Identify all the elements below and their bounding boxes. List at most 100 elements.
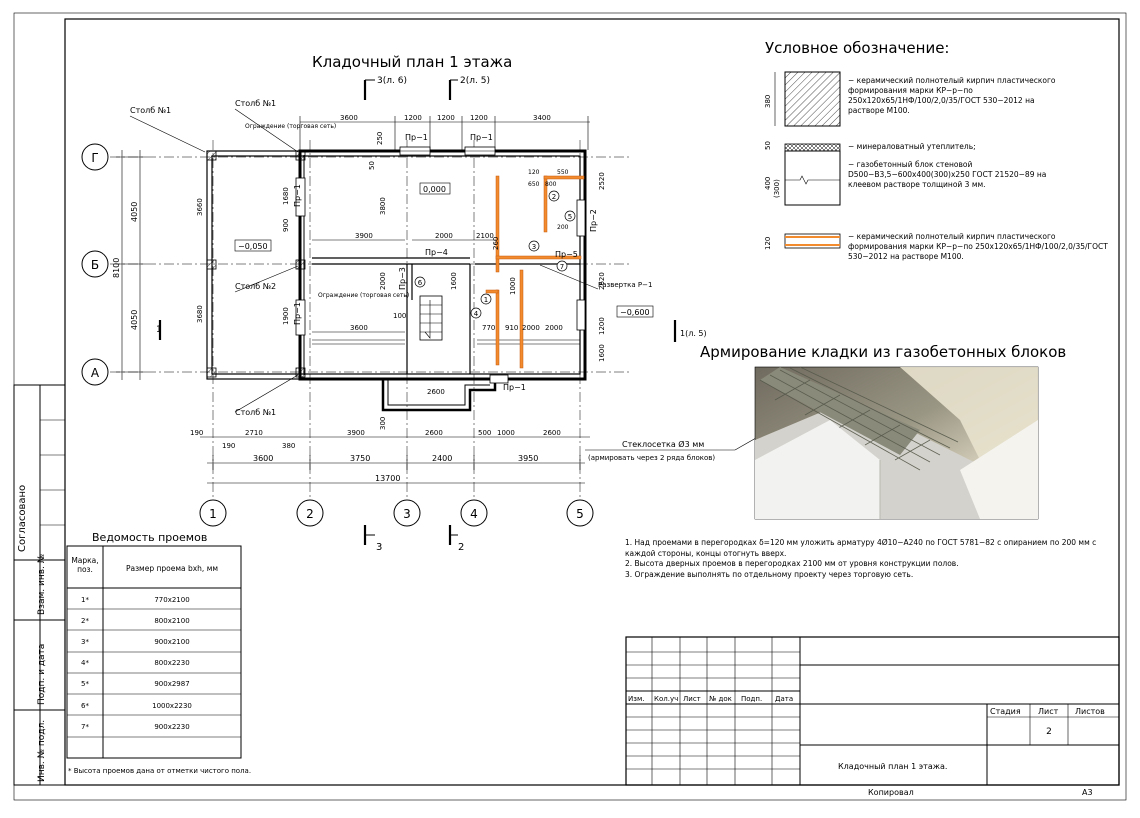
- svg-text:2710: 2710: [245, 429, 263, 437]
- legend-text-gasblock: − газобетонный блок стеновой D500−B3,5−6…: [848, 160, 1047, 189]
- svg-text:770х2100: 770х2100: [154, 596, 189, 604]
- level-right: −0,600: [616, 305, 654, 318]
- general-notes: 1. Над проемами в перегородках δ=120 мм …: [625, 538, 1096, 579]
- svg-text:1000: 1000: [497, 429, 515, 437]
- svg-text:3: 3: [376, 542, 382, 553]
- left-dimensions: 4050 4050 8100: [112, 150, 146, 380]
- section-mark-1-right: 1(л. 5): [673, 320, 707, 342]
- svg-text:3800: 3800: [379, 197, 387, 215]
- section-mark-3-top: 3(л. 6): [363, 76, 407, 100]
- svg-text:260: 260: [492, 237, 500, 250]
- level-left: −0,050: [234, 239, 272, 252]
- svg-text:380: 380: [282, 442, 295, 450]
- stamp-agreed-label: Согласовано: [17, 485, 28, 552]
- svg-text:300: 300: [379, 417, 387, 430]
- svg-text:4: 4: [474, 310, 479, 318]
- column-post: [206, 150, 217, 161]
- svg-text:3660: 3660: [196, 198, 204, 216]
- svg-text:900х2230: 900х2230: [154, 723, 189, 731]
- svg-text:2: 2: [552, 193, 556, 201]
- svg-text:4050: 4050: [130, 310, 139, 330]
- note-3: 3. Ограждение выполнять по отдельному пр…: [625, 569, 914, 579]
- columns: [206, 150, 306, 378]
- svg-text:120: 120: [764, 237, 772, 250]
- svg-text:770: 770: [482, 324, 495, 332]
- svg-text:2*: 2*: [81, 617, 89, 625]
- opening-label: Пр−2: [589, 209, 598, 232]
- svg-text:800: 800: [545, 181, 557, 188]
- column-post: [295, 367, 306, 378]
- svg-text:(300): (300): [773, 179, 781, 198]
- svg-text:400: 400: [764, 177, 772, 190]
- svg-text:2600: 2600: [425, 429, 443, 437]
- svg-text:3400: 3400: [533, 114, 551, 122]
- svg-text:1200: 1200: [470, 114, 488, 122]
- svg-text:2600: 2600: [543, 429, 561, 437]
- svg-text:900х2100: 900х2100: [154, 638, 189, 646]
- bottom-dimensions: 190 190 2710 380 3900 2600 500 1000 2600…: [190, 429, 590, 484]
- svg-text:500: 500: [478, 429, 491, 437]
- legend-item-brick-partition: 120 − керамический полнотелый кирпич пла…: [764, 232, 1108, 261]
- svg-text:1: 1: [209, 507, 217, 521]
- table-header-size: Размер проема bxh, мм: [126, 564, 218, 573]
- svg-text:3950: 3950: [518, 454, 538, 463]
- svg-text:4050: 4050: [130, 202, 139, 222]
- opening-label: Пр−1: [503, 383, 526, 392]
- legend-text-brick-partition: − керамический полнотелый кирпич пластич…: [848, 232, 1108, 261]
- svg-text:5: 5: [568, 213, 572, 221]
- svg-text:1: 1: [484, 296, 488, 304]
- svg-text:2100: 2100: [476, 232, 494, 240]
- legend-title: Условное обозначение:: [765, 39, 949, 57]
- column-post: [295, 259, 306, 270]
- svg-text:3900: 3900: [355, 232, 373, 240]
- tb-sheet-header: Лист: [1038, 707, 1059, 716]
- svg-text:1600: 1600: [598, 344, 606, 362]
- section-mark-2-top: 2(л. 5): [448, 76, 490, 100]
- top-dimensions: 3600 1200 1200 1200 3400: [299, 114, 590, 150]
- svg-text:1200: 1200: [404, 114, 422, 122]
- legend-text-insulation: − минераловатный утеплитель;: [848, 142, 976, 151]
- column-label: Столб №1: [130, 106, 171, 115]
- svg-text:2000: 2000: [435, 232, 453, 240]
- svg-text:Б: Б: [91, 258, 99, 272]
- svg-text:А: А: [91, 366, 100, 380]
- axis-bubble-1: 1: [199, 499, 227, 527]
- svg-text:(армировать через 2 ряда блоко: (армировать через 2 ряда блоков): [588, 454, 715, 462]
- svg-text:Г: Г: [91, 151, 98, 165]
- column-post: [206, 259, 217, 270]
- axis-bubble-3: 3: [393, 499, 421, 527]
- svg-text:6: 6: [418, 279, 423, 287]
- svg-text:50: 50: [764, 141, 772, 150]
- svg-text:380: 380: [764, 95, 772, 108]
- svg-text:7*: 7*: [81, 723, 89, 731]
- svg-text:200: 200: [557, 224, 569, 231]
- svg-text:1600: 1600: [450, 272, 458, 290]
- svg-text:6*: 6*: [81, 702, 89, 710]
- opening-label: Пр−4: [425, 248, 448, 257]
- svg-text:1200: 1200: [437, 114, 455, 122]
- svg-text:120: 120: [528, 169, 540, 176]
- tb-col-koluch: Кол.уч: [654, 695, 678, 703]
- fence-label: Ограждение (торговая сеть): [318, 292, 409, 299]
- svg-text:5: 5: [576, 507, 584, 521]
- opening-label: Пр−1: [405, 133, 428, 142]
- column-label: Столб №2: [235, 282, 276, 291]
- side-stamp: Согласовано Взам. инв. № Подп. и дата Ин…: [13, 384, 66, 786]
- column-post: [295, 150, 306, 161]
- table-row: 5* 900х2987: [81, 680, 190, 688]
- svg-text:3600: 3600: [350, 324, 368, 332]
- reinforcement-photo: [754, 366, 1039, 520]
- svg-text:550: 550: [557, 169, 569, 176]
- svg-text:900: 900: [282, 219, 290, 232]
- svg-text:2620: 2620: [598, 272, 606, 290]
- svg-text:910: 910: [505, 324, 518, 332]
- legend-item-brick: 380 − керамический полнотелый кирпич пла…: [764, 71, 1056, 127]
- svg-text:2520: 2520: [598, 172, 606, 190]
- svg-text:1000х2230: 1000х2230: [152, 702, 192, 710]
- table-row: 4* 800х2230: [81, 659, 190, 667]
- svg-text:1900: 1900: [282, 307, 290, 325]
- svg-text:3680: 3680: [196, 305, 204, 323]
- opening-label: Пр−3: [398, 267, 407, 290]
- axis-bubble-4: 4: [460, 499, 488, 527]
- svg-text:3: 3: [403, 507, 411, 521]
